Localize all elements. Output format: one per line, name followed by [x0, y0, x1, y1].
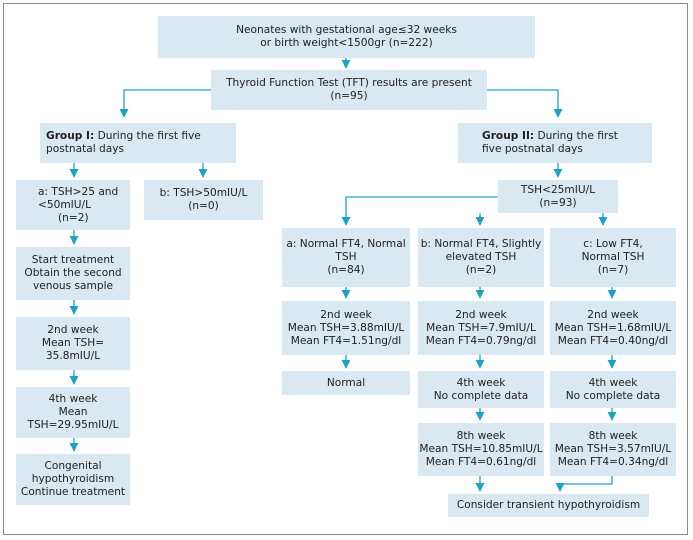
g1-week4-line-2: Mean — [58, 406, 88, 418]
treatment-line-3: venous sample — [32, 280, 114, 292]
group-2a-box: a: Normal FT4, Normal TSH (n=84) — [282, 228, 410, 287]
g2c-week8-line-3: Mean FT4=0.34ng/dl — [557, 456, 669, 468]
transient-hypothyroidism-box: Consider transient hypothyroidism — [448, 494, 649, 517]
group-2-bold: Group II: — [482, 130, 535, 142]
g2c-week2-line-3: Mean FT4=0.40ng/dl — [557, 334, 669, 347]
g2a-week2-line-3: Mean FT4=1.51ng/dl — [290, 334, 402, 347]
g2c-week4-line-2: No complete data — [565, 389, 661, 402]
group-2a-week2-box: 2nd week Mean TSH=3.88mIU/L Mean FT4=1.5… — [282, 301, 410, 355]
group-2b-week8-box: 8th week Mean TSH=10.85mIU/L Mean FT4=0.… — [418, 423, 544, 476]
root-line-1: Neonates with gestational age≤32 weeks — [236, 24, 457, 36]
g2b-week8-line-2: Mean TSH=10.85mIU/L — [419, 443, 543, 455]
group-2b-week2-box: 2nd week Mean TSH=7.9mIU/L Mean FT4=0.79… — [418, 301, 544, 355]
group-2c-box: c: Low FT4, Normal TSH (n=7) — [550, 228, 676, 287]
group-1-box: Group I: During the first five postnatal… — [40, 123, 236, 163]
g2b-line-2: elevated TSH — [445, 251, 517, 263]
group-2b-week4-box: 4th week No complete data — [418, 371, 544, 408]
g2b-week4-line-1: 4th week — [456, 376, 506, 389]
g2b-week8-line-3: Mean FT4=0.61ng/dl — [425, 456, 537, 468]
tsh25-line-1: TSH<25mIU/L — [520, 183, 596, 196]
group-1-label: Group I: During the first five postnatal… — [46, 130, 230, 156]
g1-week4-line-1: 4th week — [48, 393, 98, 405]
g2c-week4-line-1: 4th week — [588, 376, 638, 389]
tsh25-line-2: (n=93) — [539, 196, 577, 209]
group-1a-line-2: <50mIU/L — [38, 198, 92, 211]
treatment-line-2: Obtain the second — [24, 267, 122, 279]
group-1-week2-box: 2nd week Mean TSH= 35.8mIU/L — [16, 317, 130, 370]
g2b-week2-line-3: Mean FT4=0.79ng/dl — [425, 334, 537, 347]
g2b-week2-line-1: 2nd week — [455, 308, 507, 321]
g2b-week4-line-2: No complete data — [433, 389, 529, 402]
g2c-week2-line-1: 2nd week — [587, 308, 639, 321]
g2a-line-3: (n=84) — [327, 264, 365, 276]
g1-outcome-line-2: hypothyroidism — [31, 473, 115, 485]
g1-week2-line-1: 2nd week — [47, 324, 99, 336]
group-1b-line-1: b: TSH>50mIU/L — [159, 187, 248, 199]
g2a-week2-line-2: Mean TSH=3.88mIU/L — [287, 321, 405, 334]
group-1b-line-2: (n=0) — [188, 200, 219, 212]
g2a-line-2: TSH — [335, 251, 357, 263]
group-2c-week8-box: 8th week Mean TSH=3.57mIU/L Mean FT4=0.3… — [550, 423, 676, 476]
g2a-line-1: a: Normal FT4, Normal — [286, 238, 406, 250]
g2b-line-1: b: Normal FT4, Slightly — [420, 238, 542, 250]
g1-outcome-line-3: Continue treatment — [20, 486, 126, 498]
g2c-line-1: c: Low FT4, — [583, 238, 643, 250]
g2c-line-3: (n=7) — [597, 264, 629, 276]
g1-week2-line-2: Mean TSH= — [41, 337, 105, 349]
g1-week4-line-3: TSH=29.95mIU/L — [27, 419, 119, 431]
group-1-bold: Group I: — [46, 130, 95, 142]
group-2c-week2-box: 2nd week Mean TSH=1.68mIU/L Mean FT4=0.4… — [550, 301, 676, 355]
g1-outcome-line-1: Congenital — [44, 460, 102, 472]
tft-line-1: Thyroid Function Test (TFT) results are … — [226, 77, 472, 89]
g2c-line-2: Normal TSH — [581, 251, 645, 263]
g2b-week2-line-2: Mean TSH=7.9mIU/L — [426, 321, 536, 334]
tft-line-2: (n=95) — [330, 90, 368, 102]
root-line-2: or birth weight<1500gr (n=222) — [260, 37, 433, 49]
g2b-line-3: (n=2) — [465, 264, 497, 276]
group-1-rest: During the first five postnatal days — [46, 130, 201, 155]
group-1-week4-box: 4th week Mean TSH=29.95mIU/L — [16, 387, 130, 438]
group-1a-line-3: (n=2) — [58, 211, 89, 224]
g2a-normal-label: Normal — [326, 376, 366, 389]
group-1b-box: b: TSH>50mIU/L (n=0) — [144, 180, 263, 220]
group-2-label: Group II: During the first five postnata… — [482, 130, 626, 156]
g2c-week8-line-2: Mean TSH=3.57mIU/L — [554, 443, 672, 455]
group-2-rest: During the first five postnatal days — [482, 130, 618, 155]
root-box: Neonates with gestational age≤32 weeks o… — [158, 16, 535, 58]
g1-week2-line-3: 35.8mIU/L — [45, 350, 101, 362]
group-1-outcome-box: Congenital hypothyroidism Continue treat… — [16, 454, 130, 505]
group-2c-week4-box: 4th week No complete data — [550, 371, 676, 408]
g2a-week2-line-1: 2nd week — [320, 308, 372, 321]
group-2a-normal-box: Normal — [282, 371, 410, 395]
transient-label: Consider transient hypothyroidism — [456, 499, 641, 511]
group-1a-line-1: a: TSH>25 and — [38, 185, 119, 198]
g2c-week2-line-2: Mean TSH=1.68mIU/L — [554, 321, 672, 334]
group-1-treatment-box: Start treatment Obtain the second venous… — [16, 247, 130, 300]
group-2-box: Group II: During the first five postnata… — [458, 123, 652, 163]
group-1a-box: a: TSH>25 and <50mIU/L (n=2) — [16, 180, 130, 230]
group-2b-box: b: Normal FT4, Slightly elevated TSH (n=… — [418, 228, 544, 287]
treatment-line-1: Start treatment — [31, 254, 115, 266]
tsh-under-25-box: TSH<25mIU/L (n=93) — [498, 180, 618, 213]
g2b-week8-line-1: 8th week — [456, 430, 506, 442]
tft-box: Thyroid Function Test (TFT) results are … — [211, 70, 487, 110]
diagram-frame — [3, 3, 688, 535]
g2c-week8-line-1: 8th week — [588, 430, 638, 442]
